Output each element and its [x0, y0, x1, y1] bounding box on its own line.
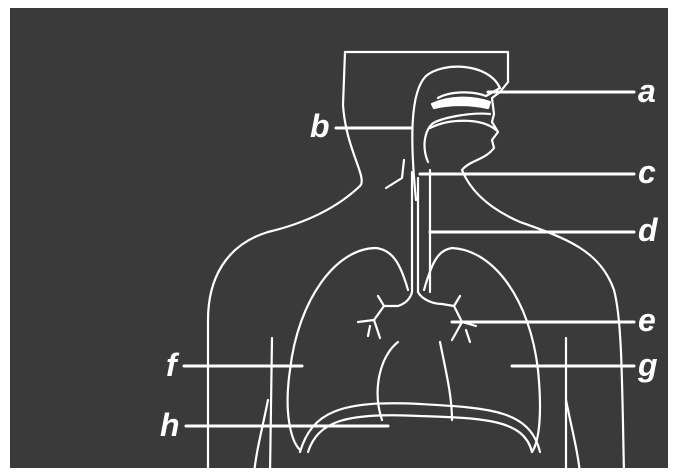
- label-e: e: [638, 304, 656, 336]
- label-f: f: [166, 349, 177, 381]
- label-c: c: [638, 156, 656, 188]
- left-rib-lower: [254, 400, 268, 474]
- label-g: g: [638, 349, 658, 381]
- palate: [432, 98, 490, 108]
- left-bronchus: [358, 296, 398, 338]
- label-h: h: [160, 409, 180, 441]
- label-b: b: [310, 110, 330, 142]
- left-shoulder: [208, 186, 360, 474]
- pharynx-wall: [386, 160, 404, 188]
- heart: [378, 342, 452, 420]
- right-bronchus: [442, 296, 476, 342]
- diaphragm-upper: [300, 403, 540, 452]
- left-rib: [270, 338, 272, 474]
- right-rib-lower: [566, 400, 580, 474]
- trachea-left: [398, 172, 412, 306]
- label-d: d: [638, 214, 658, 246]
- head-back-outline: [343, 52, 362, 186]
- diaphragm-lower: [308, 415, 532, 452]
- tongue: [430, 121, 496, 130]
- label-a: a: [638, 75, 656, 107]
- head-outline: [345, 52, 508, 82]
